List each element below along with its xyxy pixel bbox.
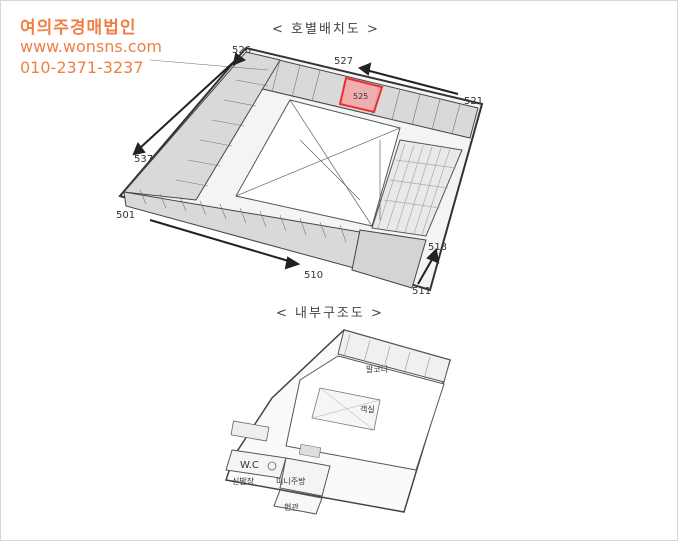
unit-label-511: 511 [412, 286, 431, 297]
room-label-kitchen: 미니주방 [276, 476, 306, 486]
courtyard-lines [235, 99, 401, 227]
unit-label-510: 510 [304, 270, 323, 281]
highlighted-unit-525 [338, 76, 384, 114]
floor-plan-title: < 호별배치도 > [272, 22, 380, 37]
interior-layout: 발코니 객실 W.C 신발장 미니주방 현관 [225, 329, 451, 515]
room-label-balcony: 발코니 [366, 364, 388, 374]
right-corner-rooms [351, 229, 427, 289]
room-label-wc: W.C [240, 460, 259, 471]
company-website: www.wonsns.com [20, 37, 162, 56]
unit-label-525: 525 [353, 92, 368, 101]
room-grid [139, 59, 461, 243]
unit-label-527: 527 [334, 56, 353, 67]
floor-layout: 525 526 527 521 537 501 510 513 511 [116, 45, 484, 297]
company-phone: 010-2371-3237 [20, 58, 144, 77]
unit-label-537: 537 [134, 154, 153, 165]
unit-label-513: 513 [428, 242, 447, 253]
unit-label-526: 526 [232, 45, 251, 56]
room-label-shoes: 신발장 [232, 476, 255, 486]
desk [230, 420, 270, 442]
entrance-area [273, 489, 323, 515]
unit-label-521: 521 [464, 96, 483, 107]
direction-arrows [132, 52, 459, 285]
kitchen-area [279, 457, 331, 497]
interior-plan-title: < 내부구조도 > [276, 306, 384, 321]
company-name: 여의주경매법인 [20, 18, 137, 38]
wc-room [225, 449, 287, 479]
roof-hatch [377, 143, 457, 236]
room-label-entrance: 현관 [284, 502, 299, 512]
unit-label-501: 501 [116, 210, 135, 221]
balcony-area [337, 329, 451, 383]
room-label-main: 객실 [360, 404, 375, 414]
roof-area [371, 139, 463, 237]
left-wing-rooms [122, 51, 281, 201]
